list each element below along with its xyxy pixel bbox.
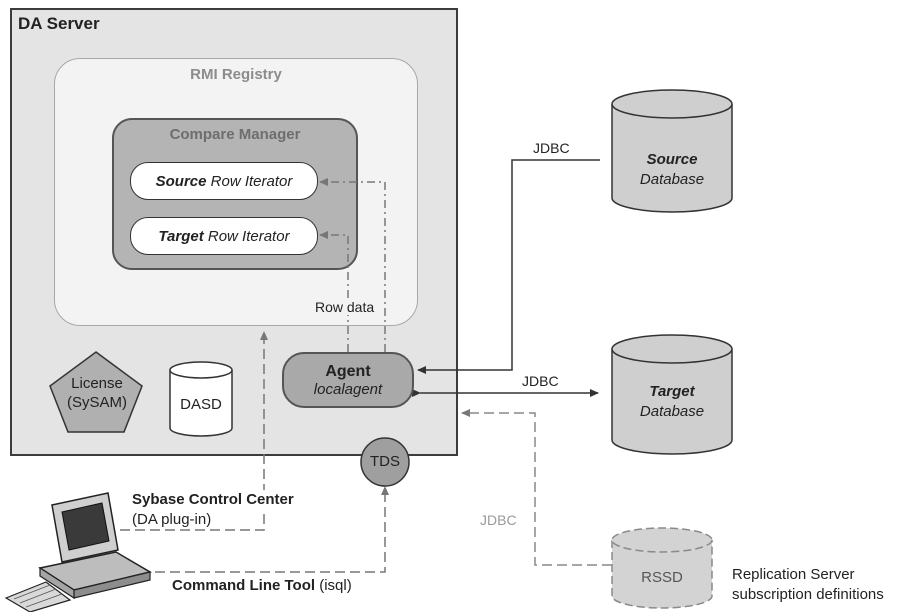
source-row-iterator: Source Row Iterator xyxy=(130,162,318,200)
tds-label: TDS xyxy=(370,453,400,470)
target-db-sub: Database xyxy=(639,403,705,420)
source-row-iterator-emphasis: Source xyxy=(155,172,207,190)
scc-subtitle: (DA plug-in) xyxy=(132,511,212,528)
jdbc-source-label: JDBC xyxy=(533,140,570,156)
dasd-label: DASD xyxy=(180,396,222,413)
cli-subtitle: (isql) xyxy=(315,577,352,594)
rssd-label: RSSD xyxy=(641,569,683,586)
da-server-title: DA Server xyxy=(18,14,100,33)
rmi-registry-title: RMI Registry xyxy=(190,66,282,83)
scc-title: Sybase Control Center xyxy=(132,490,294,510)
jdbc-target-label: JDBC xyxy=(522,373,559,389)
rssd-cylinder xyxy=(611,527,713,609)
jdbc-rssd-line xyxy=(461,409,612,566)
target-db-name: Target xyxy=(649,383,695,400)
scc-label: Sybase Control Center (DA plug-in) xyxy=(132,490,294,530)
license-line2: (SySAM) xyxy=(67,394,127,411)
row-data-label: Row data xyxy=(313,299,377,315)
rssd-caption: Replication Server subscription definiti… xyxy=(732,565,884,605)
cli-label: Command Line Tool (isql) xyxy=(172,577,352,594)
computer-icon xyxy=(4,492,152,612)
source-row-iterator-label: Row Iterator xyxy=(206,172,293,190)
source-db-label: Source Database xyxy=(612,150,732,190)
target-row-iterator-emphasis: Target xyxy=(158,227,204,245)
target-db-label: Target Database xyxy=(612,382,732,422)
source-db-name: Source xyxy=(646,151,698,168)
rssd-caption-line1: Replication Server xyxy=(732,566,855,583)
target-row-iterator-label: Row Iterator xyxy=(203,227,290,245)
rssd-caption-line2: subscription definitions xyxy=(732,586,884,603)
cli-title: Command Line Tool xyxy=(172,577,316,594)
target-row-iterator: Target Row Iterator xyxy=(130,217,318,255)
license-line1: License xyxy=(71,375,123,392)
source-db-sub: Database xyxy=(639,171,705,188)
jdbc-rssd-label: JDBC xyxy=(480,512,517,528)
license-label: License (SySAM) xyxy=(52,374,142,412)
agent-subtitle: localagent xyxy=(313,380,383,398)
agent-title: Agent xyxy=(325,362,371,380)
compare-manager-title: Compare Manager xyxy=(169,126,301,143)
agent-box: Agent localagent xyxy=(282,352,414,408)
